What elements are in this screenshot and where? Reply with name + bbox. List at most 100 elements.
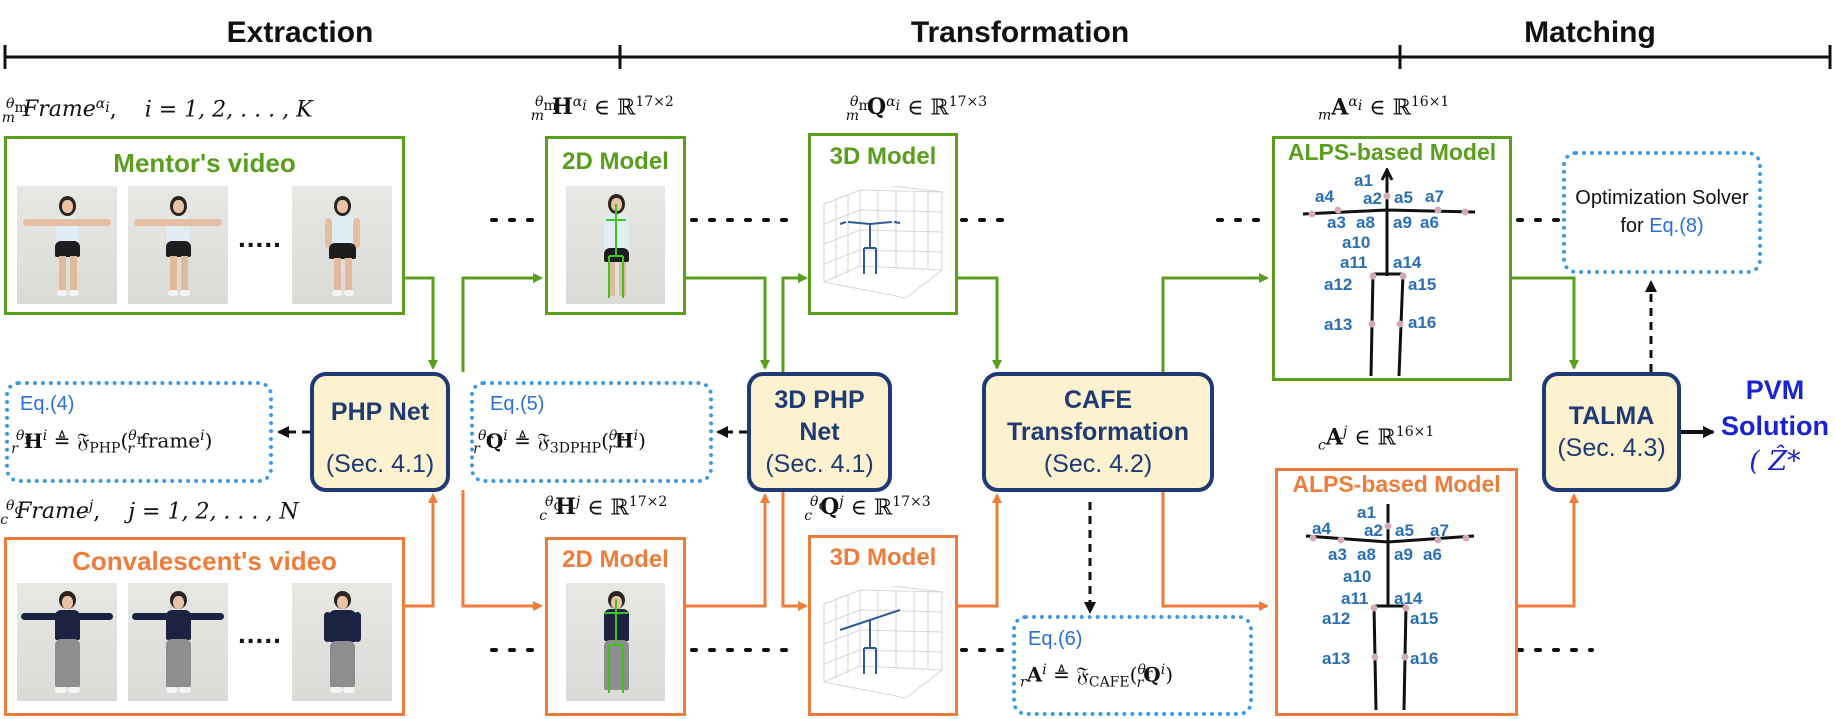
alps-mentor-a12: a12 <box>1324 275 1352 294</box>
alps-conv-a1: a1 <box>1357 503 1376 522</box>
mentor-frame-range: i = 1, 2, . . . , K <box>144 97 313 123</box>
mentor-frames-ellipsis: ..... <box>238 222 282 253</box>
alps-mentor-skeleton[interactable]: a1 a2 a3 a4 a5 a6 a7 a8 a9 a10 a11 a12 a… <box>1275 168 1509 378</box>
arrow-3dphp-to-conv-3d <box>781 490 808 611</box>
conv-3d-model-title: 3D Model <box>829 544 937 571</box>
php3d-net-node[interactable]: 3D PHP Net (Sec. 4.1) <box>747 372 892 492</box>
mentor-q-dim: 17×3 <box>948 94 988 110</box>
mentor-3d-model-title: 3D Model <box>829 143 937 170</box>
conv-video-box <box>4 537 405 716</box>
conv-3d-skeleton-plot[interactable] <box>818 586 948 704</box>
cafe-section: (Sec. 4.2) <box>1043 450 1153 478</box>
conv-frame-range: j = 1, 2, . . . , N <box>128 499 299 525</box>
phase-transformation: Transformation <box>910 16 1130 49</box>
arrow-conv-video-to-php <box>405 493 438 608</box>
alps-mentor-box <box>1272 136 1512 381</box>
alps-conv-a6: a6 <box>1423 545 1442 564</box>
mentor-frame-sub: i <box>105 99 110 116</box>
eq4-label: Eq.(4) <box>20 393 75 415</box>
arrow-php-to-conv-2d <box>461 490 543 611</box>
mentor-video-box <box>4 136 405 315</box>
alps-conv-title: ALPS-based Model <box>1292 471 1501 497</box>
mentor-frame-1[interactable] <box>17 186 117 304</box>
alps-conv-a5: a5 <box>1395 521 1414 540</box>
conv-video-title: Convalescent's video <box>72 546 337 576</box>
alps-conv-a7: a7 <box>1430 521 1449 540</box>
alps-conv-a9: a9 <box>1394 545 1413 564</box>
conv-q-dim: 17×3 <box>892 494 931 510</box>
alps-mentor-a8: a8 <box>1356 213 1375 232</box>
optimizer-line1: Optimization Solver <box>1575 187 1749 209</box>
eq4-box <box>5 381 273 483</box>
eq5-fn-sub: 3DPHP <box>549 440 602 457</box>
arrow-mentor-video-to-php <box>405 276 438 370</box>
alps-mentor-a13: a13 <box>1324 315 1352 334</box>
alps-conv-skeleton[interactable]: a1 a2 a3 a4 a5 a6 a7 a8 a9 a10 a11 a12 a… <box>1278 500 1515 715</box>
mentor-frame-k[interactable] <box>292 186 392 304</box>
mentor-2d-model-image[interactable] <box>566 186 665 304</box>
arrow-cafe-to-alps-mentor <box>1161 273 1269 372</box>
arrow-alps-mentor-to-talma <box>1512 276 1579 370</box>
conv-frame-n[interactable] <box>292 583 392 701</box>
alps-mentor-a11: a11 <box>1340 253 1367 272</box>
alps-conv-a2: a2 <box>1364 521 1383 540</box>
optimizer-line2-prefix: for <box>1620 215 1650 237</box>
alps-mentor-a2: a2 <box>1363 189 1382 208</box>
conv-frame-sup: j <box>88 498 94 514</box>
alps-mentor-title: ALPS-based Model <box>1287 139 1497 165</box>
eq6-fn-sub: CAFE <box>1088 674 1130 691</box>
conv-h-dim: 17×2 <box>628 494 668 510</box>
eq4-fn-sub: PHP <box>89 440 121 457</box>
mentor-2d-model-box <box>545 136 686 315</box>
alps-mentor-a10: a10 <box>1342 233 1370 252</box>
mentor-frame-symbol: Frame <box>23 97 96 123</box>
alps-conv-a13: a13 <box>1322 649 1350 668</box>
alps-conv-a16: a16 <box>1410 649 1438 668</box>
conv-2d-model-image[interactable] <box>566 583 665 701</box>
alps-mentor-a4: a4 <box>1315 187 1334 206</box>
alps-mentor-a1: a1 <box>1354 171 1373 190</box>
alps-conv-a14: a14 <box>1394 589 1423 608</box>
mentor-frame-2[interactable] <box>128 186 228 304</box>
mentor-3d-skeleton-plot[interactable] <box>818 186 948 304</box>
conv-frame-symbol: Frame <box>16 499 89 525</box>
arrow-mentor-2d-to-3dphp <box>686 276 770 370</box>
cafe-node[interactable]: CAFE Transformation (Sec. 4.2) <box>982 372 1214 492</box>
arrow-mentor-3d-to-cafe <box>958 276 1002 370</box>
arrow-3dphp-to-mentor-3d <box>781 273 808 372</box>
alps-conv-a3: a3 <box>1328 545 1347 564</box>
alps-conv-a11: a11 <box>1341 589 1368 608</box>
conv-frame-2[interactable] <box>128 583 228 701</box>
talma-node[interactable]: TALMA (Sec. 4.3) <box>1542 372 1681 492</box>
alps-mentor-a14: a14 <box>1393 253 1422 272</box>
php-net-node[interactable]: PHP Net (Sec. 4.1) <box>310 372 450 492</box>
eq5-label: Eq.(5) <box>490 393 545 415</box>
alps-mentor-a5: a5 <box>1394 188 1413 207</box>
conv-2d-model-title: 2D Model <box>562 546 669 573</box>
php-net-section: (Sec. 4.1) <box>325 450 435 478</box>
optimizer-box[interactable] <box>1562 151 1762 274</box>
alps-mentor-a7: a7 <box>1425 187 1444 206</box>
eq4-arg: frame <box>140 428 201 453</box>
mentor-3d-model-box <box>808 133 958 315</box>
alps-conv-a8: a8 <box>1357 545 1376 564</box>
optimizer-text: Optimization Solver for Eq.(8) <box>1562 184 1762 240</box>
alps-conv-a12: a12 <box>1322 609 1350 628</box>
alps-mentor-dim: 16×1 <box>1410 94 1450 110</box>
alps-mentor-a9: a9 <box>1393 213 1412 232</box>
talma-section: (Sec. 4.3) <box>1557 434 1666 462</box>
cafe-title-2: Transformation <box>1007 418 1189 446</box>
eq6-formula: rAi ≜ 𝔉CAFE(θrrQi) <box>1020 662 1173 691</box>
conv-frame-1[interactable] <box>17 583 117 701</box>
alps-conv-a4: a4 <box>1312 519 1331 538</box>
alps-mentor-formula: mAαi ∈ ℝ16×1 <box>1318 94 1450 124</box>
arrow-cafe-to-alps-conv <box>1161 490 1269 611</box>
mentor-h-rhs: ∈ ℝ <box>593 95 636 121</box>
